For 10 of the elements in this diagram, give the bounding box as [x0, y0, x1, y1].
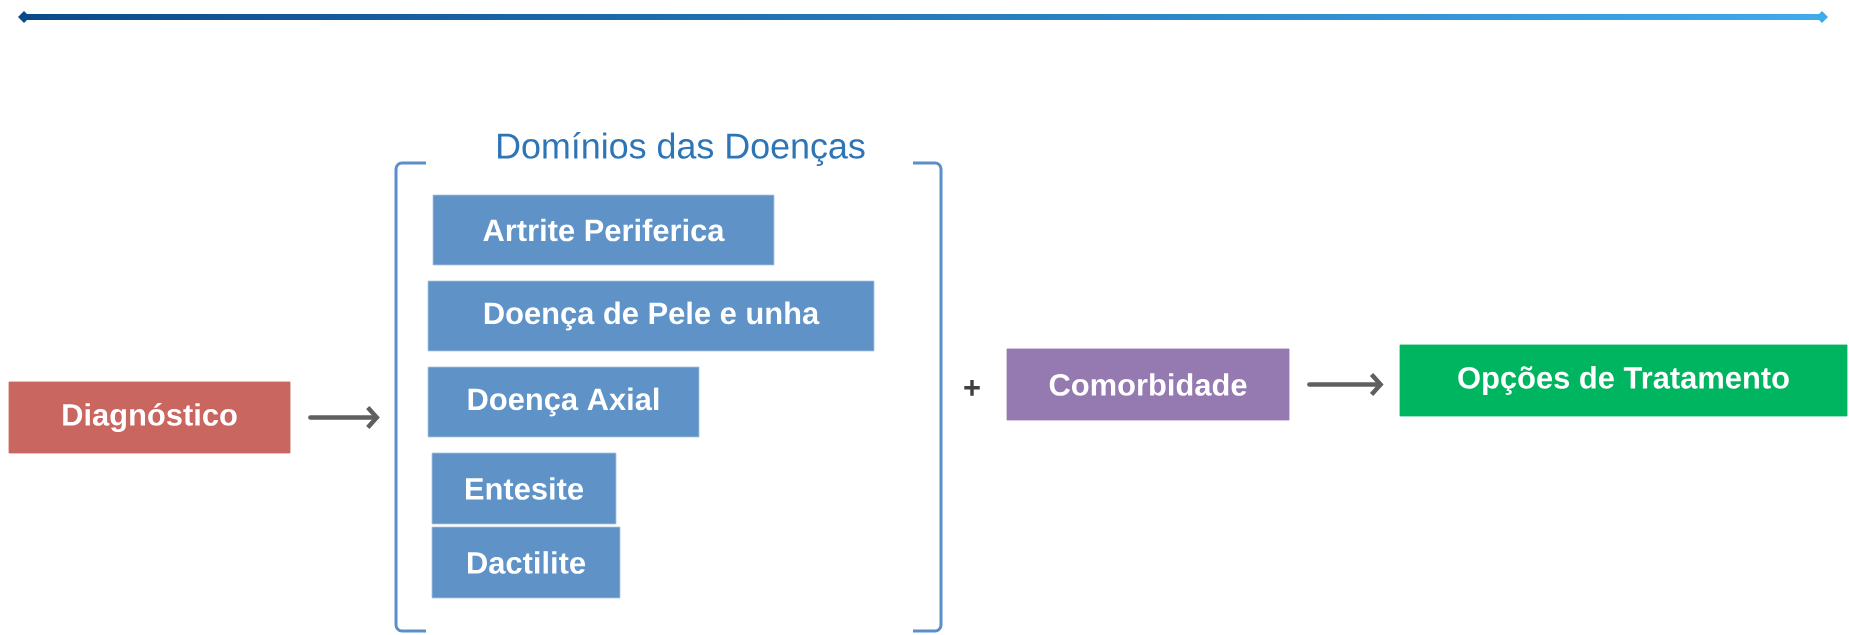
label-box: Artrite Periferica	[432, 194, 775, 266]
arrow	[1307, 373, 1384, 396]
label-box: Entesite	[431, 452, 617, 525]
label-box: Opções de Tratamento	[1399, 344, 1848, 417]
label-box: Comorbidade	[1006, 348, 1290, 421]
label-box: Dactilite	[431, 526, 621, 599]
label-box: Diagnóstico	[8, 381, 291, 454]
label-box: Doença de Pele e unha	[427, 280, 875, 352]
label-box: Doença Axial	[427, 366, 700, 438]
arrow	[308, 406, 380, 429]
